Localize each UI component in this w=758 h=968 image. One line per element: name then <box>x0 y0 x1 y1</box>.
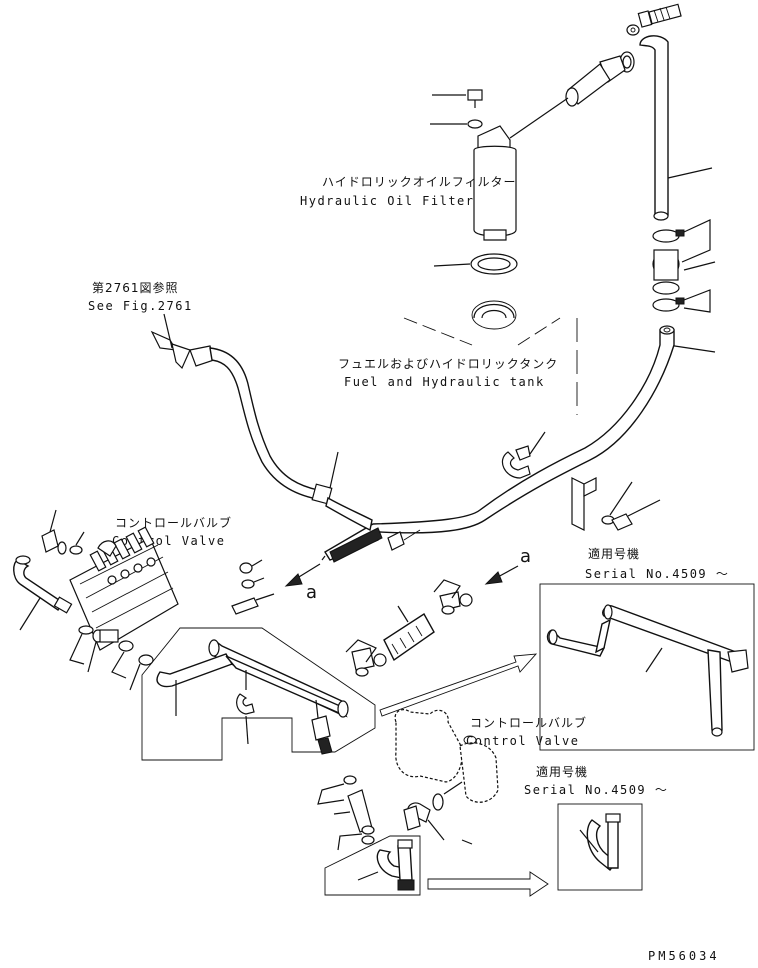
top-bolt <box>637 3 682 28</box>
filter-bolt <box>432 89 483 108</box>
control-valve-right <box>394 709 499 803</box>
middle-hose <box>383 605 435 662</box>
serial2-en: Serial No.4509 ～ <box>524 783 668 797</box>
detail-box-left <box>141 627 376 761</box>
cv2-fittings <box>403 781 473 845</box>
drawing-code: PM56034 <box>648 949 720 963</box>
fig-ref-jp: 第2761図参照 <box>92 280 179 295</box>
view-label-left: a <box>306 582 317 603</box>
arrow-to-serial-2 <box>427 871 549 897</box>
cv2-label-en: Control Valve <box>466 734 579 748</box>
top-washer <box>626 24 640 36</box>
tank-elbow <box>501 431 546 479</box>
pilot-hose <box>150 313 373 532</box>
serial-box-2 <box>557 803 643 891</box>
hydraulic-oil-filter <box>473 97 569 241</box>
lower-elbow <box>317 775 375 851</box>
tank-label-en: Fuel and Hydraulic tank <box>344 375 545 389</box>
control-valve-left <box>69 526 179 651</box>
serial1-en: Serial No.4509 ～ <box>585 567 729 581</box>
view-arrow-right <box>484 565 519 585</box>
cv1-pipe <box>13 555 73 631</box>
filter-gasket <box>433 253 518 275</box>
view-label-right: a <box>520 546 531 567</box>
upper-flange <box>565 55 626 107</box>
return-pipe-main <box>321 325 675 563</box>
middle-hose-clamps <box>345 579 473 677</box>
clamp-leaders <box>667 167 716 353</box>
filter-washer <box>430 119 483 129</box>
detail-nuts <box>231 559 275 615</box>
cv2-label-jp: コントロールバルブ <box>470 715 587 730</box>
filter-label-en: Hydraulic Oil Filter <box>300 194 475 208</box>
pipe-fitting <box>387 529 421 551</box>
cv1-elbow <box>41 509 85 555</box>
return-pipe-upper <box>639 35 669 221</box>
tank-label-jp: フュエルおよびハイドロリックタンク <box>338 357 558 371</box>
view-arrow-left <box>284 563 321 587</box>
serial2-jp: 適用号機 <box>536 764 588 779</box>
hose-clamps <box>652 229 685 312</box>
serial-box-1 <box>539 583 755 751</box>
pipe-bracket <box>571 477 661 531</box>
tank-opening <box>403 300 578 415</box>
arrow-to-serial-1 <box>379 653 538 717</box>
detail-box-lower <box>324 835 421 896</box>
cv1-fittings <box>69 625 154 691</box>
serial1-jp: 適用号機 <box>588 546 640 561</box>
fig-ref-en: See Fig.2761 <box>88 299 193 313</box>
cv1-label-jp: コントロールバルブ <box>115 515 232 530</box>
filter-label-jp: ハイドロリックオイルフィルター <box>322 175 517 189</box>
